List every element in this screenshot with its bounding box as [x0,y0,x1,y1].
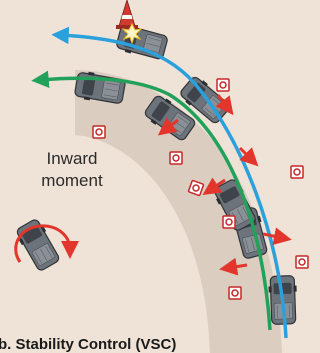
target-marker-icon [170,152,182,164]
target-marker-icon [296,256,308,268]
inward-moment-line2: moment [26,170,118,192]
inward-moment-label: Inward moment [26,148,118,192]
inward-moment-line1: Inward [26,148,118,170]
target-marker-icon [291,166,303,178]
traffic-cone-icon [116,0,138,29]
target-marker-icon [229,287,241,299]
force-arrow [263,234,283,238]
target-marker-icon [217,79,229,91]
figure-caption: b. Stability Control (VSC) [0,336,176,353]
target-marker-icon [223,216,235,228]
target-marker-icon [93,126,105,138]
